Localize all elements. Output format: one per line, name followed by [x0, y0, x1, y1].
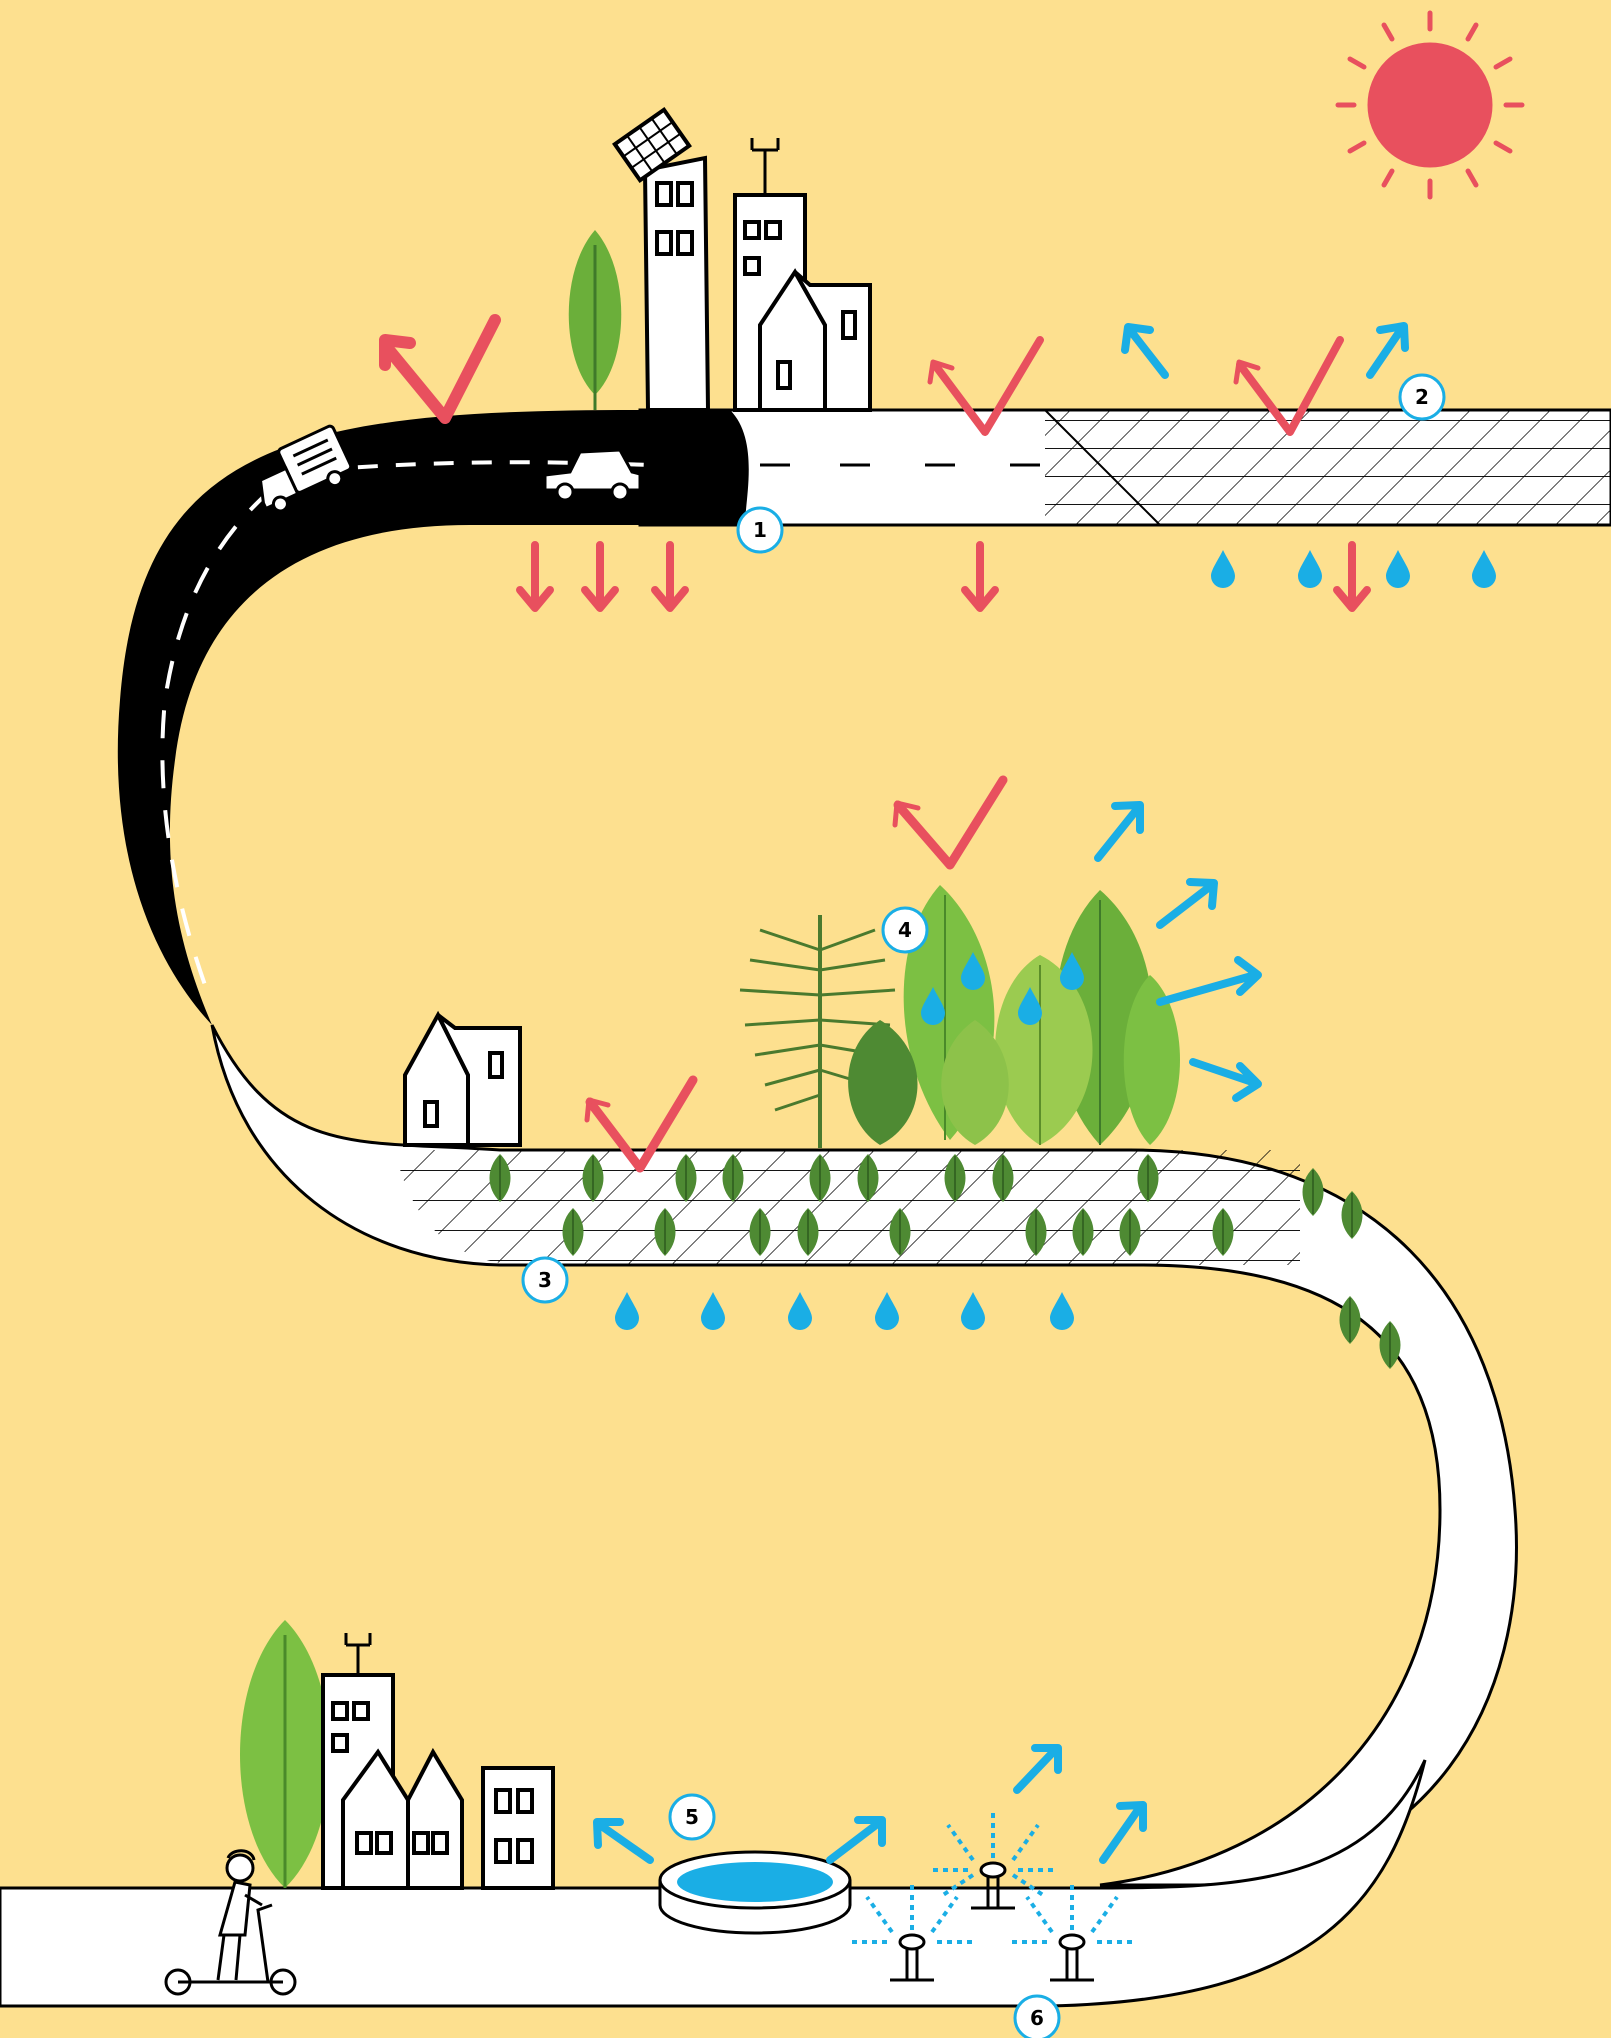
marker-label: 5 — [685, 1805, 699, 1829]
pool-icon — [660, 1852, 850, 1933]
green-paving-middle — [395, 1150, 1300, 1265]
permeable-pavement-top — [1045, 410, 1611, 525]
marker-5: 5 — [670, 1795, 714, 1839]
marker-2: 2 — [1400, 375, 1444, 419]
marker-label: 4 — [898, 918, 912, 942]
marker-3: 3 — [523, 1258, 567, 1302]
marker-label: 6 — [1030, 2006, 1044, 2030]
marker-6: 6 — [1015, 1996, 1059, 2038]
marker-label: 1 — [753, 518, 767, 542]
building-icon — [645, 158, 708, 410]
marker-1: 1 — [738, 508, 782, 552]
building-icon — [483, 1768, 553, 1888]
marker-label: 2 — [1415, 385, 1429, 409]
marker-label: 3 — [538, 1268, 552, 1292]
marker-4: 4 — [883, 908, 927, 952]
